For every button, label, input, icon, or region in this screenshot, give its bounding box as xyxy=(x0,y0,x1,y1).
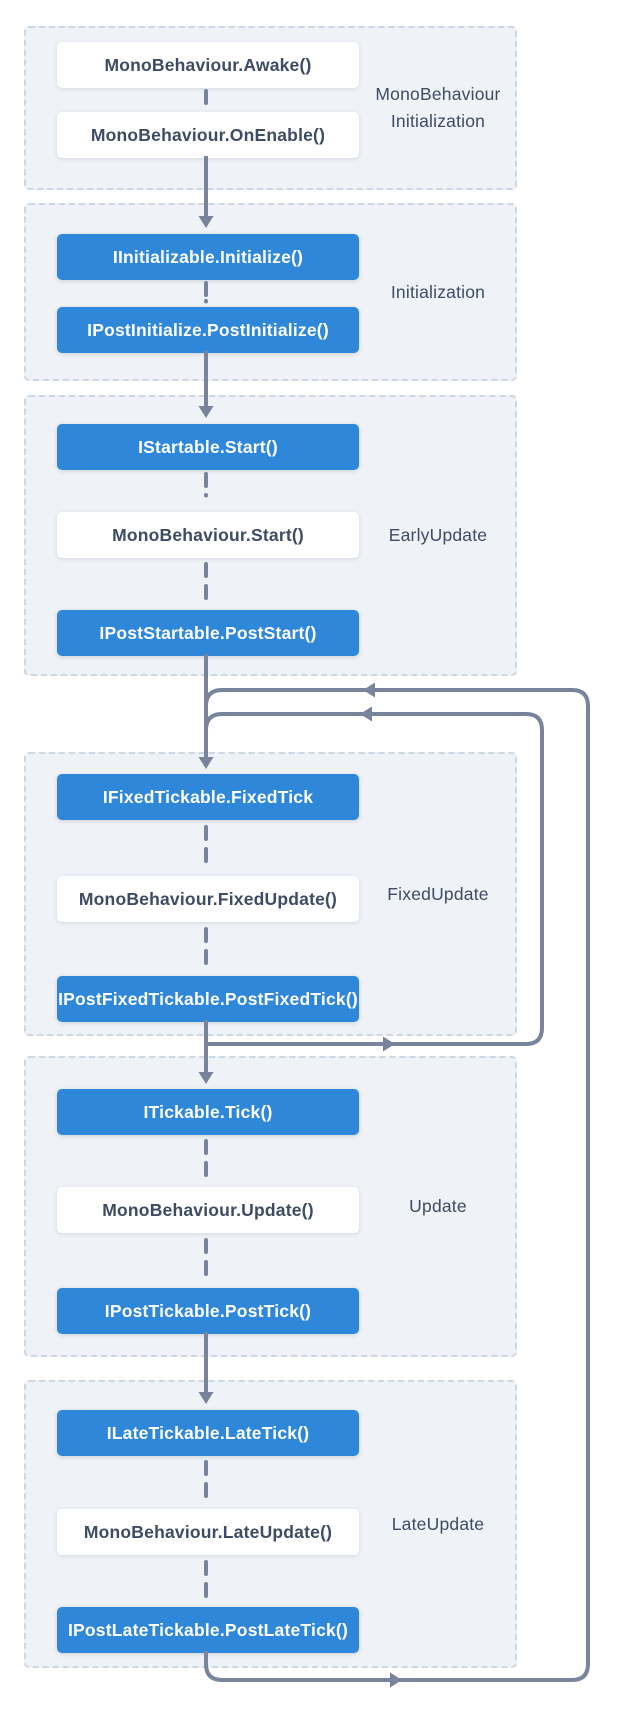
step-postinitialize-postinitialize: IPostInitialize.PostInitialize() xyxy=(57,307,359,353)
step-monobehaviour-fixedupdate: MonoBehaviour.FixedUpdate() xyxy=(57,876,359,922)
step-monobehaviour-awake: MonoBehaviour.Awake() xyxy=(57,42,359,88)
step-postfixedtickable-postfixedtick: IPostFixedTickable.PostFixedTick() xyxy=(57,976,359,1022)
step-poststartable-poststart: IPostStartable.PostStart() xyxy=(57,610,359,656)
step-latetickable-latetick: ILateTickable.LateTick() xyxy=(57,1410,359,1456)
section-initialization: Initialization IInitializable.Initialize… xyxy=(24,203,517,381)
section-update: Update ITickable.Tick() MonoBehaviour.Up… xyxy=(24,1056,517,1357)
step-startable-start: IStartable.Start() xyxy=(57,424,359,470)
section-label: MonoBehaviour Initialization xyxy=(375,84,501,131)
section-label: Initialization xyxy=(390,281,486,302)
section-monobehaviour-initialization: MonoBehaviour Initialization MonoBehavio… xyxy=(24,26,517,190)
step-monobehaviour-lateupdate: MonoBehaviour.LateUpdate() xyxy=(57,1509,359,1555)
section-label: Update xyxy=(409,1196,467,1216)
section-earlyupdate: EarlyUpdate IStartable.Start() MonoBehav… xyxy=(24,395,517,676)
step-postlatetickable-postlatetick: IPostLateTickable.PostLateTick() xyxy=(57,1607,359,1653)
step-initializable-initialize: IInitializable.Initialize() xyxy=(57,234,359,280)
step-monobehaviour-onenable: MonoBehaviour.OnEnable() xyxy=(57,112,359,158)
step-tickable-tick: ITickable.Tick() xyxy=(57,1089,359,1135)
step-fixedtickable-fixedtick: IFixedTickable.FixedTick xyxy=(57,774,359,820)
section-label: LateUpdate xyxy=(391,1513,485,1534)
section-label: FixedUpdate xyxy=(387,883,489,904)
step-monobehaviour-update: MonoBehaviour.Update() xyxy=(57,1187,359,1233)
step-monobehaviour-start: MonoBehaviour.Start() xyxy=(57,512,359,558)
step-posttickable-posttick: IPostTickable.PostTick() xyxy=(57,1288,359,1334)
section-label: EarlyUpdate xyxy=(388,525,488,545)
section-fixedupdate: FixedUpdate IFixedTickable.FixedTick Mon… xyxy=(24,752,517,1036)
section-lateupdate: LateUpdate ILateTickable.LateTick() Mono… xyxy=(24,1380,517,1668)
